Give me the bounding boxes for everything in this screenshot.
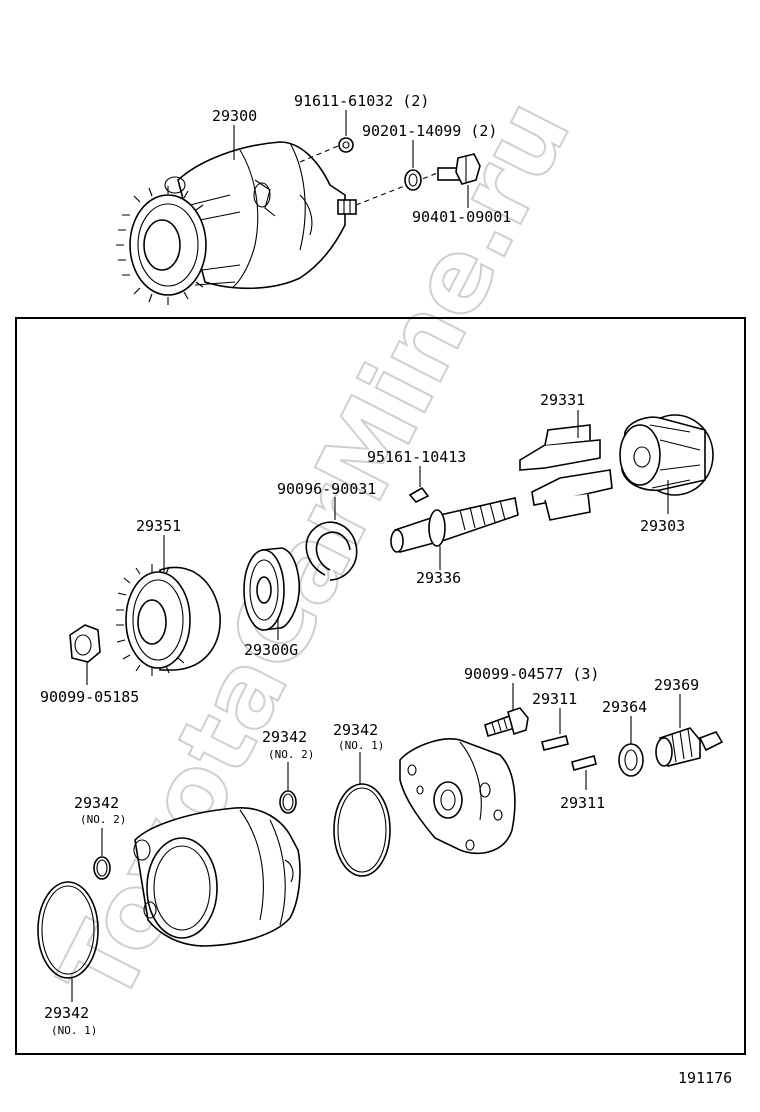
label-29342-b-sub: (NO. 1): [338, 739, 384, 752]
bolt-90099-04577: [484, 707, 529, 737]
detail-frame: [15, 317, 746, 1055]
pin-29311-a: [541, 735, 569, 751]
contact-plates-29331: [519, 424, 613, 521]
label-90096-90031: 90096-90031: [277, 480, 376, 498]
terminal-29369: [655, 727, 724, 767]
bearing-29300G: [243, 547, 300, 631]
label-90401-09001: 90401-09001: [412, 208, 511, 226]
dash-nut-line: [299, 145, 339, 163]
label-29331: 29331: [540, 391, 585, 409]
label-95161-10413: 95161-10413: [367, 448, 466, 466]
nut-91611: [338, 137, 354, 153]
washer-29364: [618, 743, 644, 777]
gear-29351: [116, 564, 221, 676]
figure-number: 191176: [678, 1069, 732, 1087]
label-29300G: 29300G: [244, 641, 298, 659]
o-ring-29342-no2-mid: [279, 790, 297, 814]
label-29342-d: 29342: [44, 1004, 89, 1022]
label-29342-b: 29342: [333, 721, 378, 739]
label-29342-a: 29342: [262, 728, 307, 746]
label-29364: 29364: [602, 698, 647, 716]
bolt-90401: [437, 153, 481, 185]
washer-90201: [404, 169, 422, 191]
label-29311-b: 29311: [560, 794, 605, 812]
label-29311-a: 29311: [532, 690, 577, 708]
o-ring-29342-no1-left: [37, 881, 99, 979]
label-90099-05185: 90099-05185: [40, 688, 139, 706]
label-29351: 29351: [136, 517, 181, 535]
label-29342-a-sub: (NO. 2): [268, 748, 314, 761]
label-90201-14099: 90201-14099 (2): [362, 122, 497, 140]
label-29303: 29303: [640, 517, 685, 535]
label-29300: 29300: [212, 107, 257, 125]
shaft-29336: [390, 497, 519, 553]
dash-stud-line: [355, 171, 441, 206]
label-29342-c-sub: (NO. 2): [80, 813, 126, 826]
motor-housing: [133, 807, 301, 947]
o-ring-29342-no1-mid: [333, 783, 391, 877]
starter-drive-assembly: [116, 141, 357, 305]
label-29336: 29336: [416, 569, 461, 587]
label-29369: 29369: [654, 676, 699, 694]
nut-90099-05185: [69, 624, 101, 663]
label-29342-d-sub: (NO. 1): [51, 1024, 97, 1037]
end-frame-plate: [399, 738, 516, 855]
pin-29311-b: [571, 755, 597, 771]
label-91611-61032: 91611-61032 (2): [294, 92, 429, 110]
label-29342-c: 29342: [74, 794, 119, 812]
label-90099-04577: 90099-04577 (3): [464, 665, 599, 683]
key-95161: [408, 486, 430, 503]
brush-holder-29303: [619, 414, 714, 496]
o-ring-29342-no2-left: [93, 856, 111, 880]
snap-ring-90096: [305, 521, 358, 581]
